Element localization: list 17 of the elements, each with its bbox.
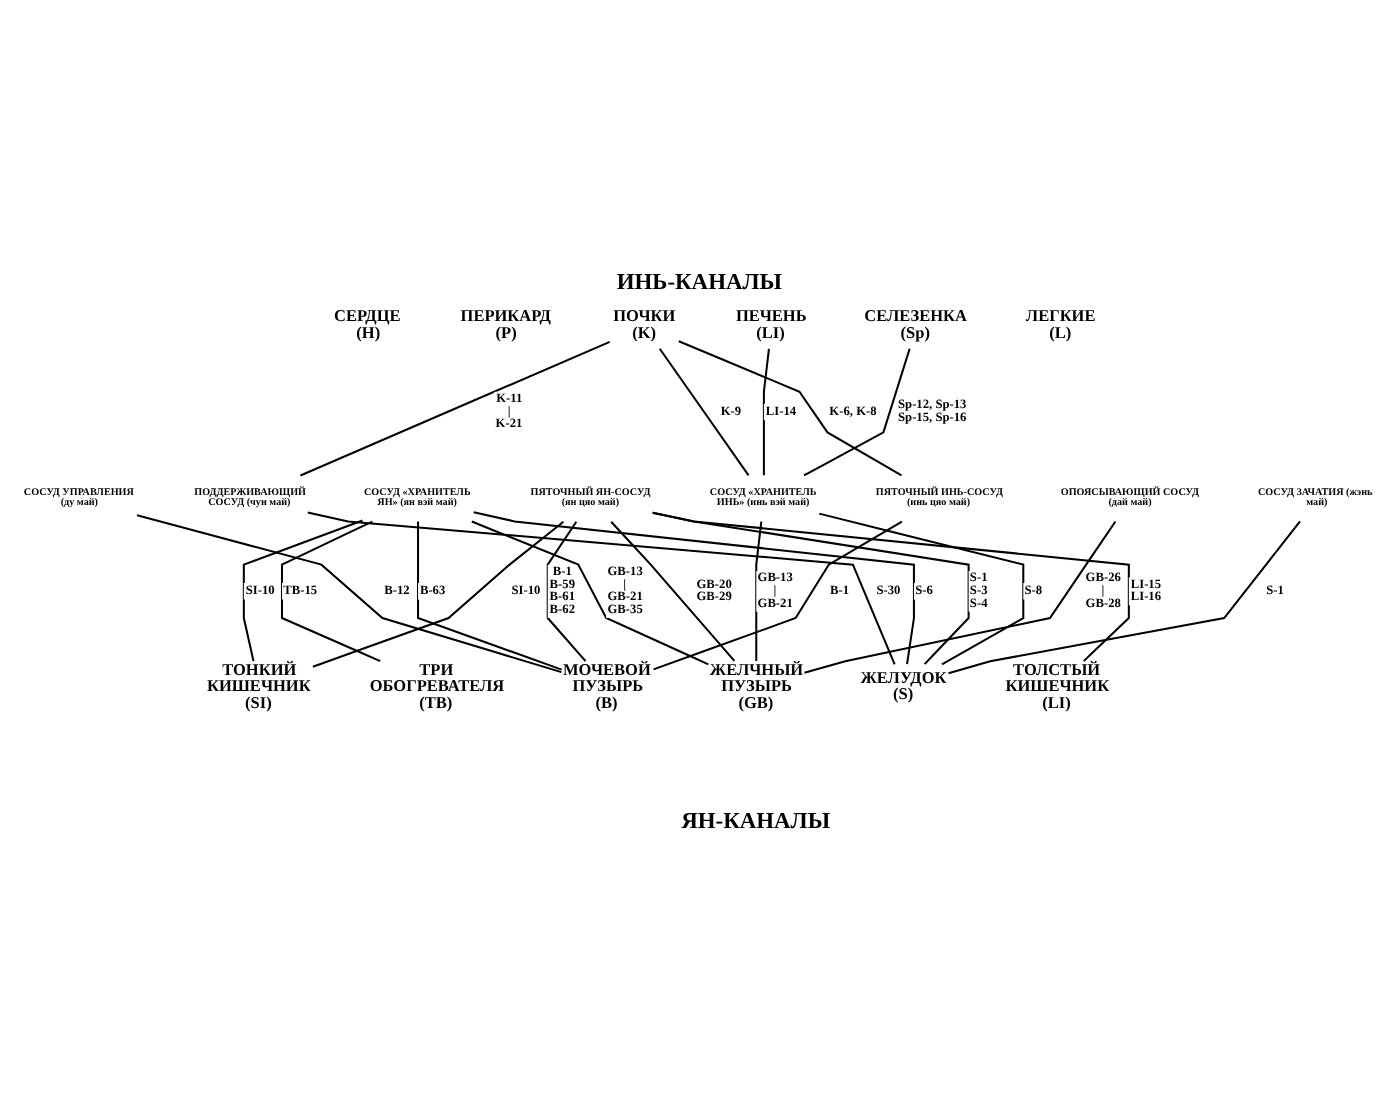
connector [652,511,1130,662]
connector [471,520,709,666]
connector [762,348,770,476]
connector [136,514,562,674]
connector [300,340,611,477]
connector [948,520,1301,675]
diagram-title: ИНЬ-КАНАЛЫ [616,271,782,296]
connector [312,520,565,668]
connector [473,511,915,665]
connector [755,521,763,661]
label: ЯН-КАНАЛЫ [681,810,831,835]
connector [658,348,750,476]
connector [804,520,1117,674]
connector [307,511,896,665]
connector [803,348,911,477]
connector [818,512,1025,666]
connector [678,340,902,477]
